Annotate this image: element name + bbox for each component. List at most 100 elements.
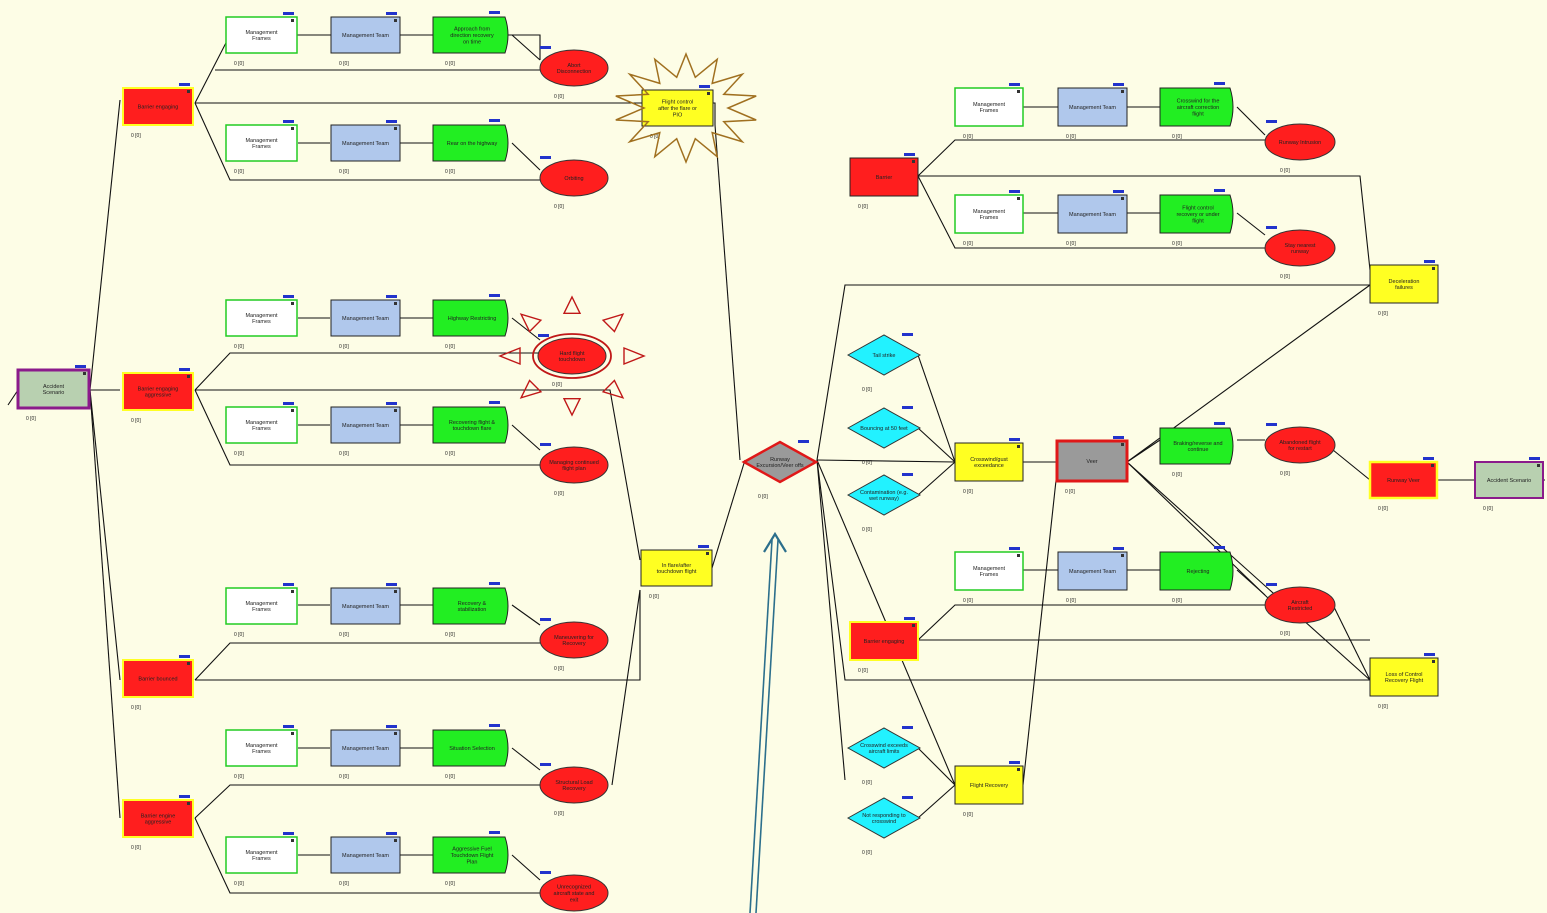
connector-line	[1126, 461, 1371, 681]
probability-label: 0 [0]	[339, 451, 349, 457]
node-label: Management	[245, 850, 278, 856]
probability-label: 0 [0]	[131, 418, 141, 424]
probability-label: 0 [0]	[1280, 168, 1290, 174]
right-action-3[interactable]: Rejecting 0 [0]	[1159, 546, 1234, 604]
right-action-1-shape	[1159, 87, 1234, 127]
node-tab-marker	[1214, 82, 1225, 85]
probability-label: 0 [0]	[1172, 598, 1182, 604]
connector-line	[194, 389, 540, 466]
node-label: Management	[245, 30, 278, 36]
node-label: Frames	[252, 426, 271, 432]
connector-line	[917, 461, 956, 496]
connector-line	[1332, 449, 1371, 481]
node-tab-marker	[489, 831, 500, 834]
node-label: Flight Recovery	[970, 783, 1008, 789]
action-7-shape	[432, 836, 509, 874]
management-team-4[interactable]: Management Team 0 [0]	[330, 402, 401, 457]
node-tab-marker	[1266, 120, 1277, 123]
node-label: Not responding to	[862, 813, 905, 819]
node-label: Rejecting	[1187, 569, 1210, 575]
start-node-shape	[16, 368, 91, 410]
right-outcome-2-shape	[1264, 229, 1336, 267]
connector-line	[714, 124, 741, 461]
node-tab-marker	[386, 725, 397, 728]
node-label: aircraft correction	[1177, 105, 1220, 111]
connector-line	[194, 784, 540, 819]
node-label: Management Team	[342, 423, 389, 429]
node-label: Management Team	[1069, 212, 1116, 218]
condition-3[interactable]: Contamination (e.g.wet runway)0 [0]	[846, 473, 922, 533]
node-label: Management	[245, 743, 278, 749]
node-label: Frames	[252, 607, 271, 613]
probability-label: 0 [0]	[552, 382, 562, 388]
connector-line	[511, 34, 541, 61]
probability-label: 0 [0]	[554, 204, 564, 210]
probability-label: 0 [0]	[963, 241, 973, 247]
node-label: Stay nearest	[1285, 243, 1316, 249]
node-label: touchdown flight	[657, 569, 697, 575]
right-action-4-shape	[1159, 427, 1234, 465]
